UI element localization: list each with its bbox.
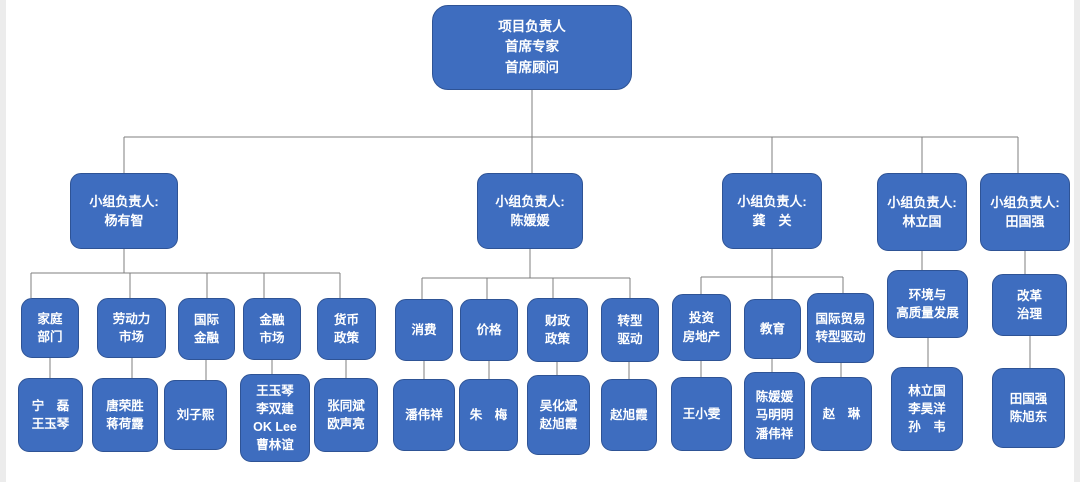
group-5-members-0: 田国强 陈旭东 [992, 368, 1065, 448]
group-1-topic-1: 劳动力 市场 [97, 298, 166, 358]
group-2-members-1: 朱 梅 [459, 379, 518, 451]
group-1-topic-2: 国际 金融 [178, 298, 235, 360]
group-3-topic-2: 国际贸易 转型驱动 [807, 293, 874, 363]
group-1-members-3: 王玉琴 李双建 OK Lee 曹林谊 [240, 374, 310, 462]
group-4-members-0: 林立国 李昊洋 孙 韦 [891, 367, 963, 451]
group-3-leader-box: 小组负责人: 龚 关 [722, 173, 822, 249]
group-1-members-2: 刘子熙 [164, 380, 227, 450]
group-1-leader-box: 小组负责人: 杨有智 [70, 173, 178, 249]
group-2-topic-1: 价格 [460, 299, 518, 361]
group-4-leader-box: 小组负责人: 林立国 [877, 173, 967, 251]
group-4-topic-0: 环境与 高质量发展 [887, 270, 968, 338]
group-2-topic-2: 财政 政策 [527, 298, 588, 362]
group-3-members-2: 赵 琳 [811, 377, 872, 451]
group-2-leader-box: 小组负责人: 陈媛媛 [477, 173, 583, 249]
group-2-topic-3: 转型 驱动 [601, 298, 659, 362]
right-edge-strip [1074, 0, 1080, 482]
group-3-members-0: 王小雯 [671, 377, 732, 451]
group-3-topic-0: 投资 房地产 [672, 294, 731, 361]
group-1-topic-3: 金融 市场 [243, 298, 301, 360]
group-1-topic-0: 家庭 部门 [21, 298, 79, 358]
left-edge-strip [0, 0, 6, 482]
group-5-leader-box: 小组负责人: 田国强 [980, 173, 1070, 251]
group-2-members-0: 潘伟祥 [393, 379, 455, 451]
group-5-topic-0: 改革 治理 [992, 274, 1067, 336]
group-1-members-4: 张同斌 欧声亮 [314, 378, 378, 452]
group-3-topic-1: 教育 [744, 299, 801, 359]
group-3-members-1: 陈媛媛 马明明 潘伟祥 [744, 372, 805, 459]
root-box: 项目负责人 首席专家 首席顾问 [432, 5, 632, 90]
group-1-members-1: 唐荣胜 蒋荷露 [92, 378, 158, 452]
group-2-members-3: 赵旭霞 [601, 379, 657, 451]
group-2-members-2: 吴化斌 赵旭霞 [527, 375, 590, 455]
group-1-topic-4: 货币 政策 [317, 298, 376, 360]
group-1-members-0: 宁 磊 王玉琴 [18, 378, 83, 452]
group-2-topic-0: 消费 [395, 299, 453, 361]
